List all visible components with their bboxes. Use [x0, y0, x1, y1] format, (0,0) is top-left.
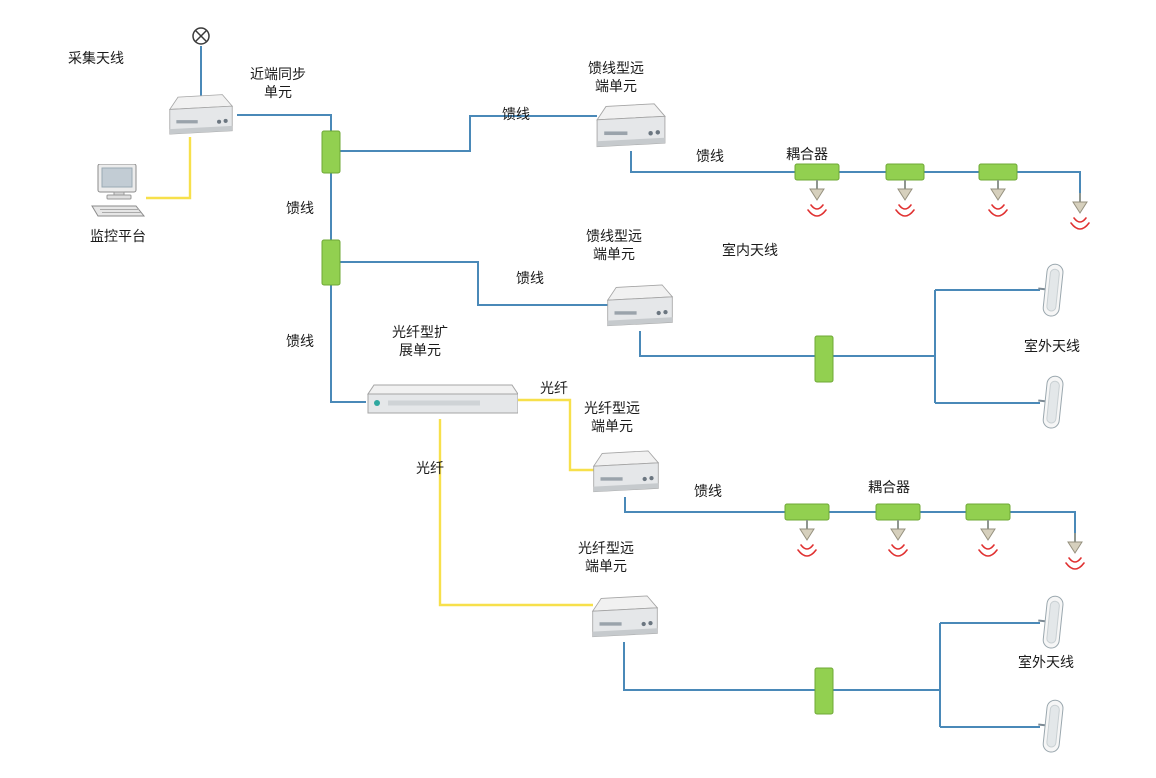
indoor-antenna-icon [1070, 193, 1090, 230]
monitoring-platform-computer-icon [91, 164, 145, 217]
feeder-remote-unit-label: 馈线型远端单元 [588, 61, 644, 96]
monitoring-platform-label: 监控平台 [90, 229, 146, 245]
coupler-row2-3 [965, 503, 1011, 521]
line-monitor-to-nearend [146, 137, 192, 200]
line-fiber-remote2-to-splitter2 [623, 642, 815, 691]
fiber-label: 光纤 [416, 461, 444, 477]
fiber-remote-unit-1-device [593, 450, 659, 493]
feeder-label: 馈线 [516, 271, 544, 287]
feeder-label: 馈线 [286, 334, 314, 350]
indoor-antenna-icon [1065, 533, 1085, 570]
feeder-label: 馈线 [696, 149, 724, 165]
near-end-sync-unit-label: 近端同步单元 [250, 67, 306, 102]
coupler-row1-1 [794, 163, 840, 181]
outdoor-antenna-icon [1035, 697, 1065, 754]
line-coupler1-to-feeder-remote1 [340, 115, 597, 152]
indoor-antenna-icon [895, 180, 915, 217]
coupler-row1-2 [885, 163, 925, 181]
coupler-label: 耦合器 [868, 480, 910, 496]
fiber-remote-unit-2-device [592, 595, 658, 638]
feeder-label: 馈线 [694, 484, 722, 500]
fiber-remote-unit-label: 光纤型远端单元 [584, 401, 640, 436]
indoor-antenna-icon [988, 180, 1008, 217]
indoor-antenna-icon [978, 520, 998, 557]
outdoor-antenna-label: 室外天线 [1018, 655, 1074, 671]
indoor-antenna-label: 室内天线 [722, 243, 778, 259]
collection-antenna-icon [192, 27, 210, 45]
collection-antenna-label: 采集天线 [68, 51, 124, 67]
coupler-label: 耦合器 [786, 147, 828, 163]
feeder-label: 馈线 [286, 201, 314, 217]
line-nearend-to-trunk [237, 114, 332, 131]
coupler-row1-3 [978, 163, 1018, 181]
line-feeder-remote2-to-splitter1 [639, 331, 815, 357]
fiber-label: 光纤 [540, 381, 568, 397]
line-trunk-coupler2-to-expansion [330, 285, 366, 403]
indoor-antenna-icon [797, 520, 817, 557]
coupler-row2-1 [784, 503, 830, 521]
outdoor-antenna-icon [1035, 593, 1065, 650]
feeder-remote-unit-label: 馈线型远端单元 [586, 229, 642, 264]
line-feeder-remote1-distribution [630, 151, 1081, 193]
line-fiber-remote1-distribution [624, 497, 1076, 533]
fiber-expansion-unit-label: 光纤型扩展单元 [392, 325, 448, 360]
coupler-row2-2 [875, 503, 921, 521]
feeder-remote-unit-1-device [596, 103, 666, 148]
near-end-sync-unit-device [169, 94, 233, 135]
splitter-outdoor-1 [814, 335, 834, 383]
coupler-trunk-2 [321, 239, 341, 286]
fiber-remote-unit-label: 光纤型远端单元 [578, 541, 634, 576]
coupler-trunk-1 [321, 130, 341, 174]
splitter-outdoor-2 [814, 667, 834, 715]
outdoor-antenna-icon [1035, 373, 1065, 430]
line-expansion-to-fiber-remote2 [438, 419, 593, 607]
feeder-label: 馈线 [502, 107, 530, 123]
indoor-antenna-icon [888, 520, 908, 557]
outdoor-antenna-label: 室外天线 [1024, 339, 1080, 355]
indoor-antenna-icon [807, 180, 827, 217]
line-expansion-to-fiber-remote1 [516, 398, 594, 472]
line-coupler2-to-feeder-remote2 [340, 261, 608, 306]
feeder-remote-unit-2-device [607, 284, 673, 327]
fiber-expansion-unit-device [367, 384, 518, 414]
